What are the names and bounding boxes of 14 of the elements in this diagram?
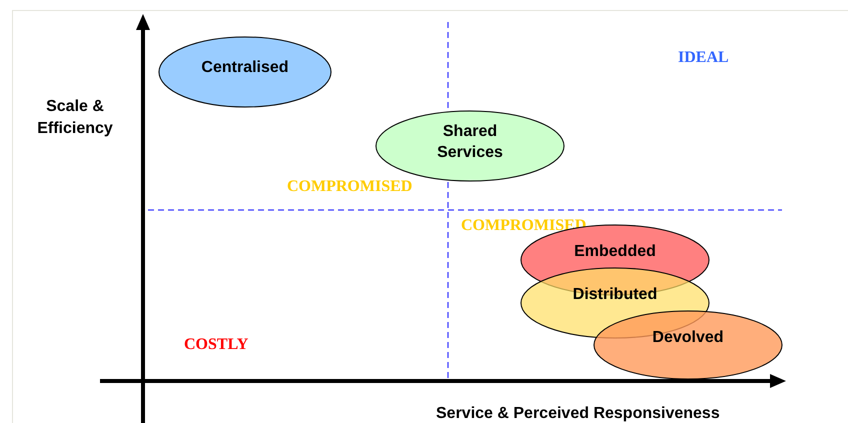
ellipse-node xyxy=(593,310,783,380)
ellipse-node xyxy=(375,110,565,182)
node-label: Shared Services xyxy=(436,122,504,163)
quadrant-label: COSTLY xyxy=(184,335,248,355)
quadrant-label: COMPROMISED xyxy=(287,177,412,197)
node-label: Distributed xyxy=(572,284,658,304)
node-label: Devolved xyxy=(651,328,725,348)
node-label: Centralised xyxy=(200,58,290,78)
ellipse-node xyxy=(158,36,332,108)
node-label: Embedded xyxy=(573,242,657,262)
quadrant-label: IDEAL xyxy=(678,48,729,68)
quadrant-label: COMPROMISED xyxy=(461,216,586,236)
axis-title: Scale & Efficiency xyxy=(36,97,114,139)
axis-title: Service & Perceived Responsiveness xyxy=(436,404,720,423)
